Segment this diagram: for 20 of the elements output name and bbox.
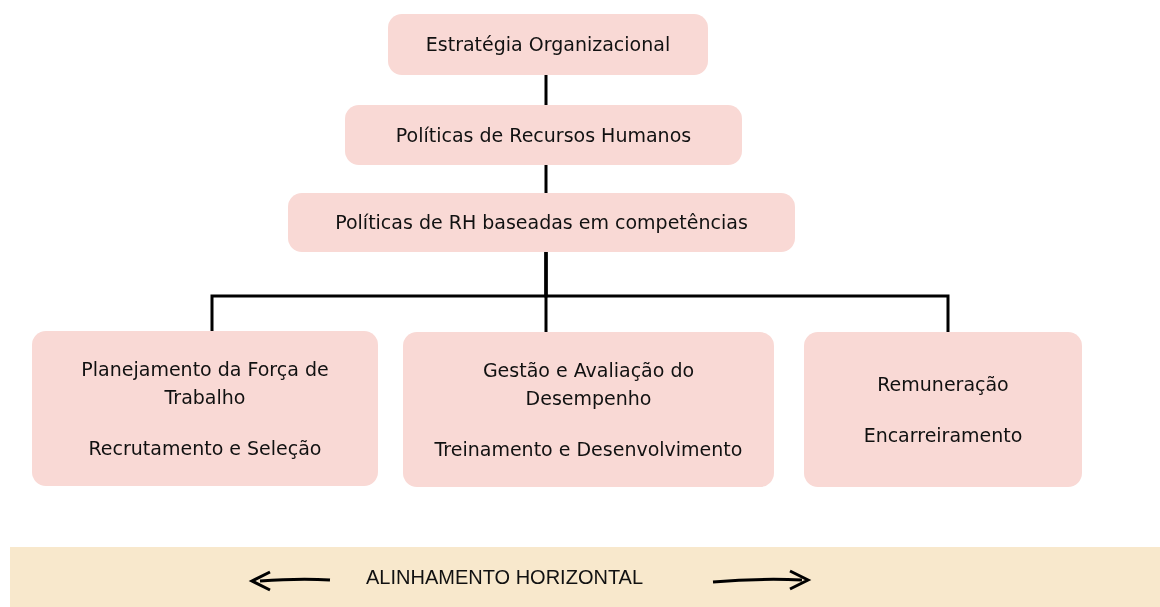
connector-line [544,252,950,332]
node-label: Estratégia Organizacional [425,32,671,58]
node-label: Políticas de Recursos Humanos [395,122,692,148]
node-label: Gestão e Avaliação do Desempenho [481,357,696,412]
connector-line [544,75,548,105]
band-label: ALINHAMENTO HORIZONTAL [366,565,644,590]
process-box [32,331,378,486]
node-label: Planejamento da Força de Trabalho [80,356,330,411]
process-box [388,14,708,75]
alignment-band [10,547,1160,607]
process-box [804,332,1082,487]
connector-line [544,165,548,193]
process-box [403,332,774,487]
node-label: Encarreiramento [863,422,1023,448]
process-box [345,105,742,165]
node-label: Remuneração [877,372,1009,397]
process-box [288,193,795,252]
node-label: Políticas de RH baseadas em competências [335,210,748,236]
node-label: Treinamento e Desenvolvimento [434,436,743,462]
node-label: Recrutamento e Seleção [88,435,322,461]
